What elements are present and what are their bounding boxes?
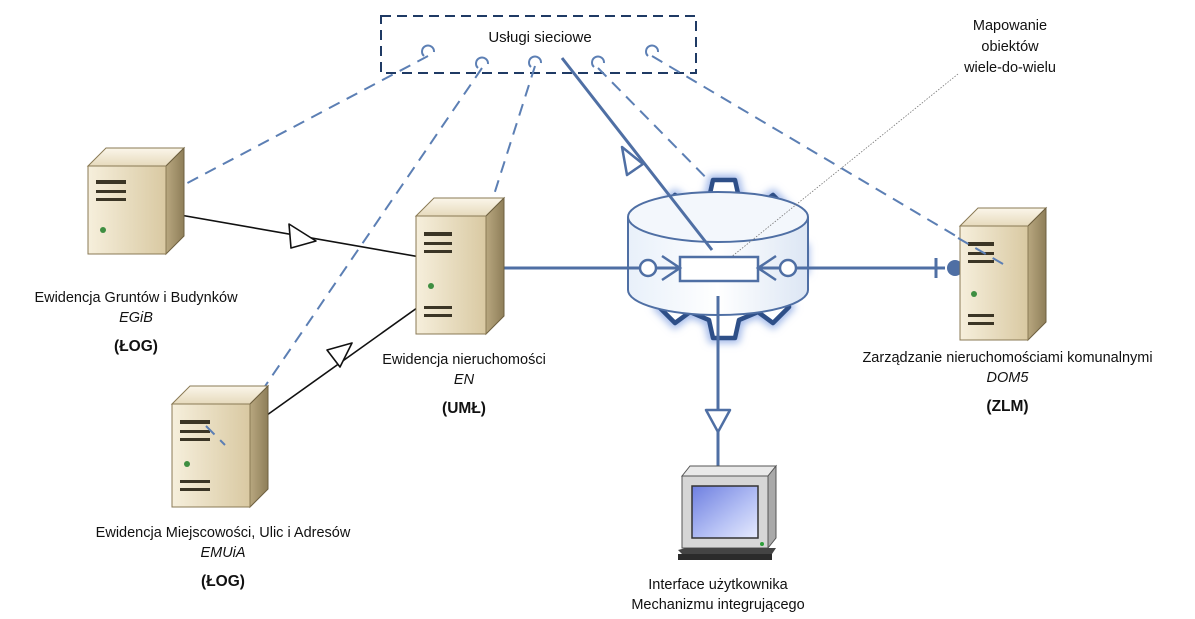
service-line-dom5: [651, 55, 1011, 269]
left-port-icon: [638, 258, 658, 278]
egib-code: EGiB: [119, 310, 153, 326]
emuia-code: EMUiA: [200, 545, 246, 561]
mapping-line-1: Mapowanie: [972, 18, 1048, 34]
server-icon-egib: [86, 146, 186, 256]
en-org: (UMŁ): [442, 400, 486, 417]
socket-icon: [591, 55, 605, 68]
ui-line-2: Mechanizmu integrującego: [631, 597, 805, 613]
egib-org: (ŁOG): [114, 338, 158, 355]
services-box: [380, 15, 697, 74]
computer-icon: [678, 464, 778, 560]
mapping-line-2: obiektów: [981, 39, 1039, 55]
flow-arrow-icon: [288, 223, 317, 249]
service-sockets: [421, 44, 659, 69]
emuia-name: Ewidencja Miejscowości, Ulic i Adresów: [95, 525, 351, 541]
socket-icon: [528, 55, 542, 68]
socket-icon: [475, 56, 489, 69]
arrow-head-icon: [620, 145, 645, 177]
service-line-en: [469, 65, 536, 271]
mapping-line-3: wiele-do-wielu: [964, 60, 1056, 76]
dom5-name: Zarządzanie nieruchomościami komunalnymi: [862, 350, 1153, 366]
ui-arrow-icon: [704, 408, 732, 434]
ui-label: Interface użytkownika Mechanizmu integru…: [608, 575, 828, 615]
egib-name: Ewidencja Gruntów i Budynków: [34, 290, 238, 306]
service-line-emuia: [224, 67, 483, 446]
system-label-emuia: Ewidencja Miejscowości, Ulic i Adresów E…: [30, 523, 416, 592]
system-label-dom5: Zarządzanie nieruchomościami komunalnymi…: [820, 348, 1195, 417]
socket-icon: [645, 44, 659, 57]
dom5-endpoint-icon: [947, 260, 963, 276]
system-label-egib: Ewidencja Gruntów i Budynków EGiB (ŁOG): [0, 288, 272, 357]
system-label-en: Ewidencja nieruchomości EN (UMŁ): [340, 350, 588, 419]
server-icon-emuia: [170, 384, 270, 509]
services-label: Usługi sieciowe: [488, 29, 591, 46]
mapper-box: [678, 255, 760, 283]
flow-arrow-icon: [326, 342, 353, 368]
emuia-org: (ŁOG): [201, 573, 245, 590]
dom5-org: (ZLM): [986, 398, 1029, 415]
service-line-egib: [139, 55, 429, 209]
service-connections: [139, 55, 1011, 446]
services-to-mapper-line: [560, 57, 714, 251]
en-code: EN: [453, 372, 475, 388]
right-port-icon: [778, 258, 798, 278]
en-name: Ewidencja nieruchomości: [382, 352, 546, 368]
socket-icon: [421, 44, 435, 57]
mapping-callout-line: [729, 73, 959, 259]
service-line-mapping: [597, 67, 731, 203]
dom5-code: DOM5: [986, 370, 1029, 386]
server-icon-en: [414, 196, 506, 336]
ui-line-1: Interface użytkownika: [648, 577, 788, 593]
server-icon-dom5: [958, 206, 1048, 342]
mapping-label: Mapowanie obiektów wiele-do-wielu: [940, 16, 1080, 79]
